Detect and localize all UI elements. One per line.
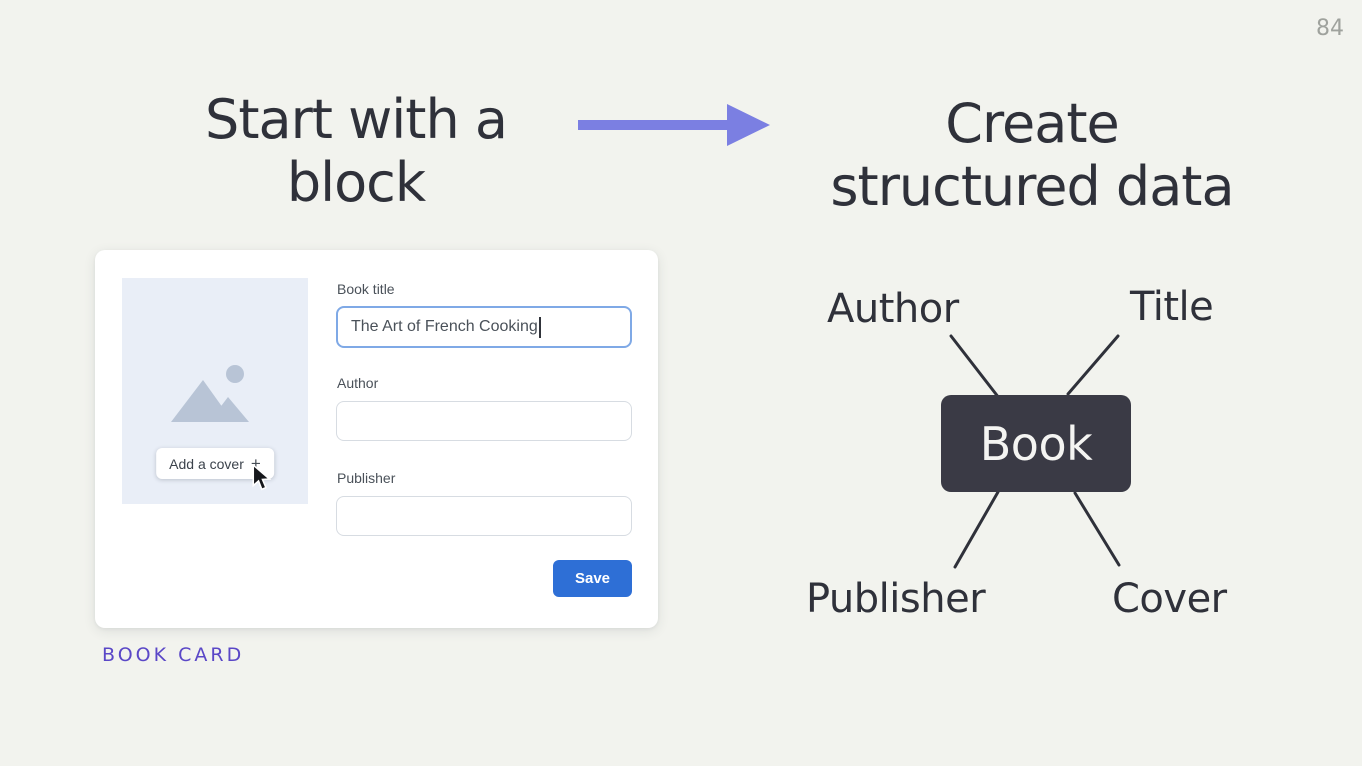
mouse-cursor-icon xyxy=(252,464,272,491)
diagram-label-cover: Cover xyxy=(1112,576,1227,622)
book-title-input[interactable]: The Art of French Cooking xyxy=(336,306,632,348)
cover-placeholder[interactable]: Add a cover + xyxy=(122,278,308,504)
save-button[interactable]: Save xyxy=(553,560,632,597)
author-input[interactable] xyxy=(336,401,632,441)
add-cover-button[interactable]: Add a cover + xyxy=(156,448,274,479)
book-title-label: Book title xyxy=(337,281,395,297)
publisher-input[interactable] xyxy=(336,496,632,536)
right-heading: Create structured data xyxy=(830,92,1234,218)
book-title-value: The Art of French Cooking xyxy=(351,318,538,335)
left-heading: Start with a block xyxy=(205,88,508,214)
add-cover-label: Add a cover xyxy=(169,455,244,472)
image-placeholder-icon xyxy=(171,365,249,422)
book-card-caption: BOOK CARD xyxy=(102,644,245,666)
diagram-label-publisher: Publisher xyxy=(806,576,986,622)
book-node: Book xyxy=(941,395,1131,492)
diagram-label-title: Title xyxy=(1130,284,1214,330)
plus-icon: + xyxy=(250,454,261,473)
text-caret xyxy=(538,316,541,338)
page-number: 84 xyxy=(1316,16,1344,41)
author-label: Author xyxy=(337,375,379,391)
diagram-label-author: Author xyxy=(827,286,959,332)
book-card: Add a cover + Book title The Art of Fren… xyxy=(95,250,658,628)
right-arrow-icon xyxy=(578,104,770,146)
book-form: Book title The Art of French Cooking Aut… xyxy=(336,250,632,628)
publisher-label: Publisher xyxy=(337,470,396,486)
